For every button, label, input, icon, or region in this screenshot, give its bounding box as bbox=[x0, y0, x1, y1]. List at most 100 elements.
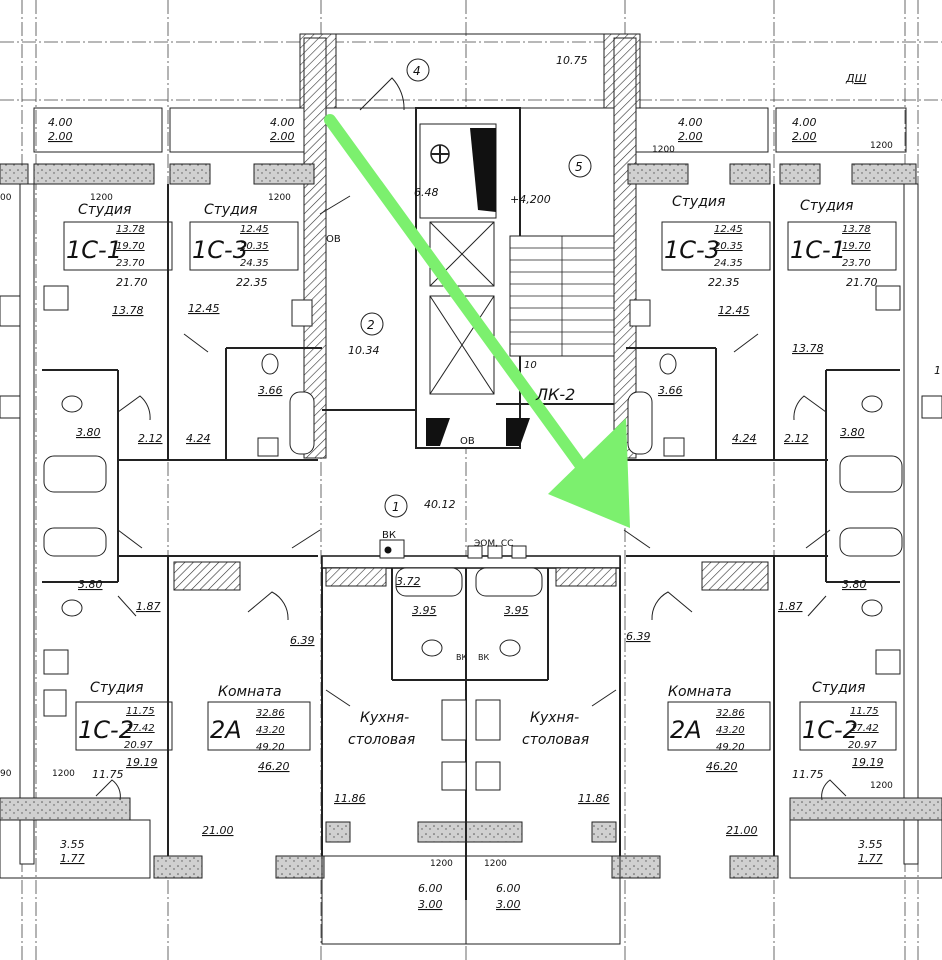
room-name: Кухня- bbox=[530, 710, 579, 726]
area-label: 1.87 bbox=[136, 600, 161, 613]
ov-label: ОВ bbox=[460, 436, 475, 447]
area-label: 6.00 bbox=[496, 882, 521, 895]
unit-area: 23.70 bbox=[116, 258, 145, 269]
unit-type: 1С-3 bbox=[192, 236, 248, 264]
unit-name: Студия bbox=[78, 202, 131, 218]
unit-area: 17.42 bbox=[126, 723, 155, 734]
unit-name: Студия bbox=[800, 198, 853, 214]
area-label: 10.34 bbox=[348, 344, 380, 357]
unit-type: 2А bbox=[210, 716, 242, 744]
area-label: 3.55 bbox=[858, 838, 883, 851]
room-name: Кухня- bbox=[360, 710, 409, 726]
dim-label: 00 bbox=[0, 193, 12, 203]
storage-strips bbox=[173, 539, 769, 591]
area-label: 3.66 bbox=[658, 384, 683, 397]
unit-area: 24.35 bbox=[240, 258, 269, 269]
unit-name: Студия bbox=[204, 202, 257, 218]
area-label: 3.80 bbox=[840, 426, 865, 439]
area-label: 4.00 bbox=[792, 116, 817, 129]
vk-tag: ВК bbox=[478, 653, 489, 662]
area-label: 3.66 bbox=[258, 384, 283, 397]
unit-name: Студия bbox=[672, 194, 725, 210]
unit-area: 43.20 bbox=[716, 725, 745, 736]
unit-area: 23.70 bbox=[842, 258, 871, 269]
area-label: 6.48 bbox=[414, 186, 439, 199]
lk-label: ЛК-2 bbox=[535, 385, 575, 404]
elevation-label: +4,200 bbox=[510, 193, 551, 206]
dsh-label: ДШ bbox=[845, 72, 867, 85]
room-name: столовая bbox=[522, 732, 589, 748]
room-name: столовая bbox=[348, 732, 415, 748]
area-label: 2.12 bbox=[138, 432, 163, 445]
area-label: 46.20 bbox=[258, 760, 290, 773]
unit-area: 20.97 bbox=[124, 740, 153, 751]
dim-label: 1200 bbox=[870, 141, 893, 151]
unit-type: 1С-1 bbox=[790, 236, 846, 264]
vk-tag: ВК bbox=[456, 653, 467, 662]
unit-area: 17.42 bbox=[850, 723, 879, 734]
unit-type: 1С-2 bbox=[802, 716, 858, 744]
dim-label: 1200 bbox=[268, 193, 291, 203]
area-label: 10.75 bbox=[556, 54, 588, 67]
unit-type: 1С-3 bbox=[664, 236, 720, 264]
circle-2: 2 bbox=[367, 318, 375, 332]
area-label: 6.39 bbox=[290, 634, 315, 647]
unit-area: 19.70 bbox=[116, 241, 145, 252]
dim-label: 1200 bbox=[652, 145, 675, 155]
area-label: 21.00 bbox=[202, 824, 234, 837]
outer-walls bbox=[0, 33, 942, 879]
circle-1: 1 bbox=[392, 500, 400, 514]
unit-type: 1С-1 bbox=[66, 236, 122, 264]
dim-label: 90 bbox=[0, 769, 12, 779]
unit-boxes bbox=[63, 221, 897, 751]
unit-type: 1С-2 bbox=[78, 716, 134, 744]
unit-area: 13.78 bbox=[116, 224, 145, 235]
area-label: 3.00 bbox=[418, 898, 443, 911]
area-label: 21.70 bbox=[116, 276, 148, 289]
area-label: 4.00 bbox=[678, 116, 703, 129]
area-label: 1.77 bbox=[858, 852, 883, 865]
ov-label: ОВ bbox=[326, 234, 341, 245]
area-label: 11.75 bbox=[792, 768, 824, 781]
unit-area: 49.20 bbox=[716, 742, 745, 753]
unit-area: 13.78 bbox=[842, 224, 871, 235]
circle-4: 4 bbox=[413, 64, 421, 78]
area-label: 3.80 bbox=[842, 578, 867, 591]
area-label: 2.12 bbox=[784, 432, 809, 445]
area-label: 11.75 bbox=[92, 768, 124, 781]
unit-name: Студия bbox=[812, 680, 865, 696]
unit-area: 49.20 bbox=[256, 742, 285, 753]
unit-area: 11.75 bbox=[126, 706, 155, 717]
unit-area: 24.35 bbox=[714, 258, 743, 269]
annotation-arrow bbox=[324, 114, 630, 528]
num-label: 10 bbox=[524, 360, 537, 371]
area-label: 2.00 bbox=[48, 130, 73, 143]
unit-area: 12.45 bbox=[714, 224, 743, 235]
circle-5: 5 bbox=[575, 160, 583, 174]
area-label: 3.72 bbox=[396, 575, 421, 588]
unit-area: 20.35 bbox=[714, 241, 743, 252]
unit-name: Комната bbox=[218, 684, 282, 700]
unit-area: 32.86 bbox=[716, 708, 745, 719]
unit-area: 32.86 bbox=[256, 708, 285, 719]
unit-area: 20.97 bbox=[848, 740, 877, 751]
dim-label: 1200 bbox=[90, 193, 113, 203]
area-label: 1.87 bbox=[778, 600, 803, 613]
bath-fixtures bbox=[0, 285, 942, 791]
area-label: 2.00 bbox=[792, 130, 817, 143]
area-label: 6.39 bbox=[626, 630, 651, 643]
area-label: 22.35 bbox=[708, 276, 740, 289]
area-label: 4.24 bbox=[186, 432, 211, 445]
unit-area: 12.45 bbox=[240, 224, 269, 235]
eom-label: ЭОМ, СС bbox=[474, 539, 513, 549]
area-label: 3.55 bbox=[60, 838, 85, 851]
area-label: 3.80 bbox=[78, 578, 103, 591]
area-label: 3.95 bbox=[412, 604, 437, 617]
area-label: 13.78 bbox=[792, 342, 824, 355]
area-label: 2.00 bbox=[270, 130, 295, 143]
area-label: 6.00 bbox=[418, 882, 443, 895]
unit-type: 2А bbox=[670, 716, 702, 744]
area-label: 4.00 bbox=[48, 116, 73, 129]
